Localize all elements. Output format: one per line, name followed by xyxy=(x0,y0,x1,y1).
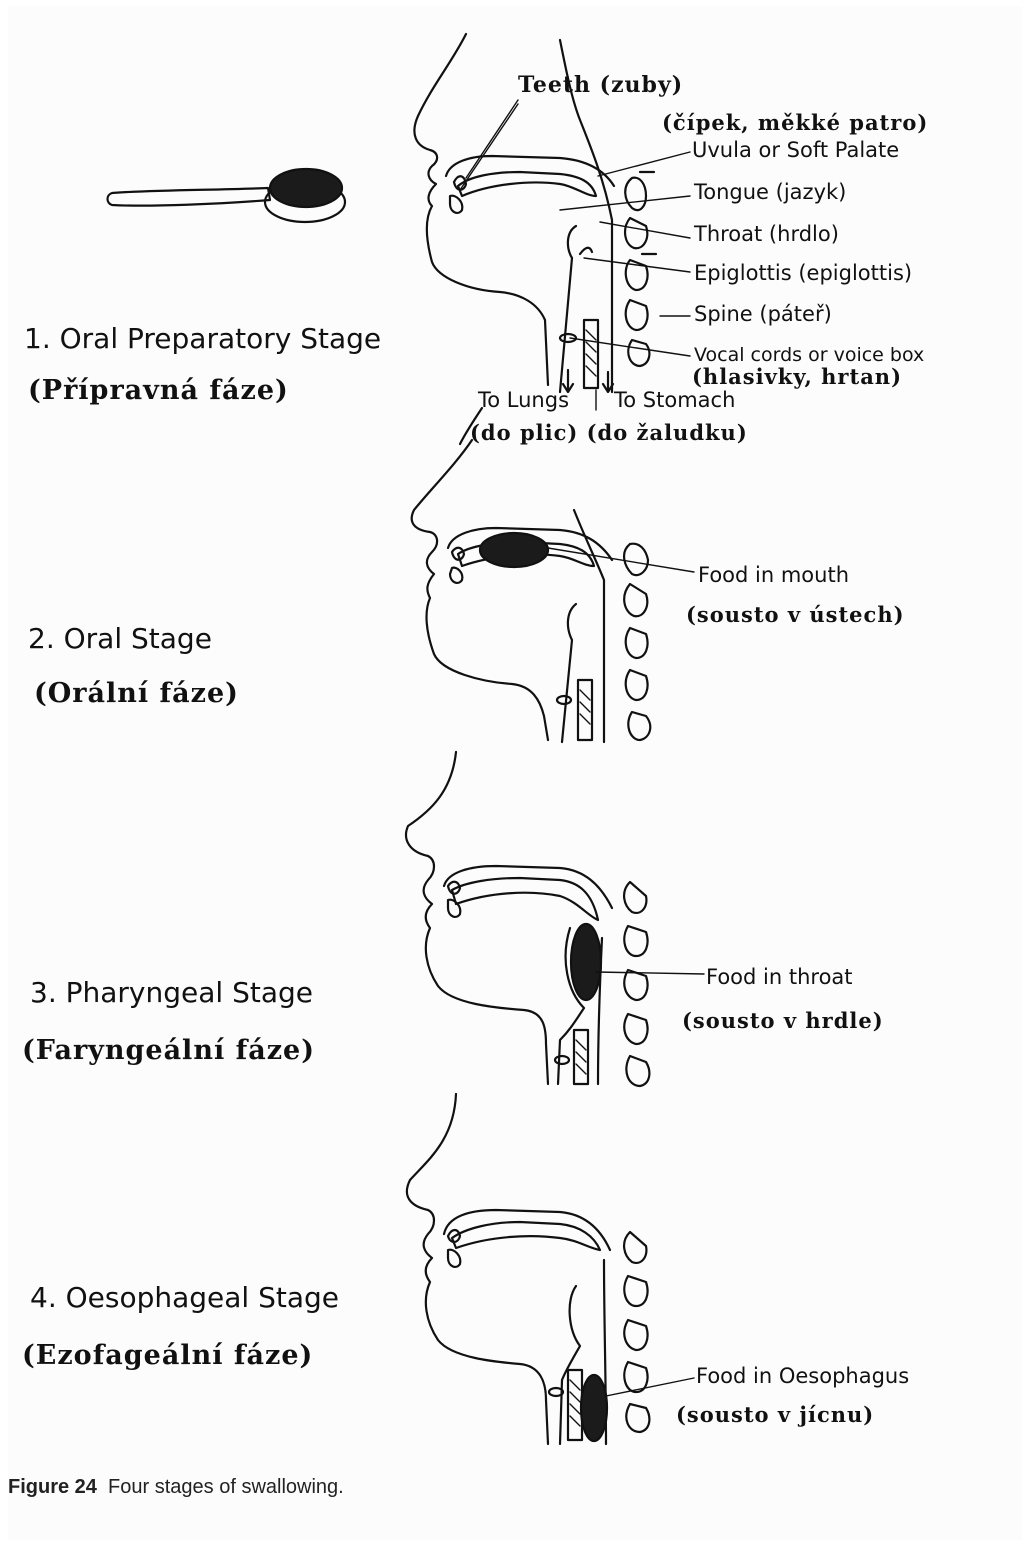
head-profile-stage-2 xyxy=(412,440,651,742)
label-food-in-oesophagus-czech: (sousto v jícnu) xyxy=(676,1402,874,1427)
label-food-in-oesophagus: Food in Oesophagus xyxy=(696,1364,909,1388)
stage-3-subtitle: (Faryngeální fáze) xyxy=(22,1035,315,1066)
label-to-lungs: To Lungs xyxy=(478,388,569,412)
label-food-in-throat-czech: (sousto v hrdle) xyxy=(682,1008,884,1033)
label-uvula: Uvula or Soft Palate xyxy=(692,138,899,162)
label-vocal-cords-czech: (hlasivky, hrtan) xyxy=(692,364,902,389)
label-epiglottis: Epiglottis (epiglottis) xyxy=(694,261,912,285)
figure-caption: Figure 24 Four stages of swallowing. xyxy=(8,1476,344,1499)
label-food-in-mouth-czech: (sousto v ústech) xyxy=(686,602,905,627)
leader-line-food-throat xyxy=(596,972,704,974)
leader-line-food-mouth xyxy=(548,548,694,572)
food-bolus-throat xyxy=(571,924,601,1000)
stage-2-subtitle: (Orální fáze) xyxy=(34,678,239,709)
stage-1-title: 1. Oral Preparatory Stage xyxy=(24,322,381,355)
label-throat: Throat (hrdlo) xyxy=(694,222,839,246)
stage-1-subtitle: (Přípravná fáze) xyxy=(28,375,289,406)
stage-3-title: 3. Pharyngeal Stage xyxy=(30,976,313,1009)
stage-4-subtitle: (Ezofageální fáze) xyxy=(22,1340,313,1371)
label-food-in-throat: Food in throat xyxy=(706,965,853,989)
label-food-in-mouth: Food in mouth xyxy=(698,563,849,587)
leader-line-food-oesophagus xyxy=(606,1378,694,1396)
food-bolus-oesophagus xyxy=(581,1375,607,1441)
label-teeth: Teeth (zuby) xyxy=(518,72,683,98)
spoon-illustration xyxy=(108,169,346,222)
label-spine: Spine (páteř) xyxy=(694,302,832,326)
stage-4-title: 4. Oesophageal Stage xyxy=(30,1281,339,1314)
food-bolus-spoon xyxy=(270,169,342,207)
head-profile-stage-3 xyxy=(406,752,649,1086)
label-vocal-cords: Vocal cords or voice box xyxy=(694,344,924,366)
stage-2-title: 2. Oral Stage xyxy=(28,622,212,655)
label-to-lungs-stomach-czech: (do plic) (do žaludku) xyxy=(470,420,748,445)
label-uvula-czech: (čípek, měkké patro) xyxy=(662,110,928,135)
head-profile-stage-4 xyxy=(407,1094,649,1444)
label-tongue: Tongue (jazyk) xyxy=(694,180,846,204)
figure-number: Figure 24 xyxy=(8,1476,97,1498)
food-bolus-mouth xyxy=(480,533,548,567)
figure-caption-text: Four stages of swallowing. xyxy=(108,1476,344,1498)
label-to-stomach: To Stomach xyxy=(614,388,735,412)
